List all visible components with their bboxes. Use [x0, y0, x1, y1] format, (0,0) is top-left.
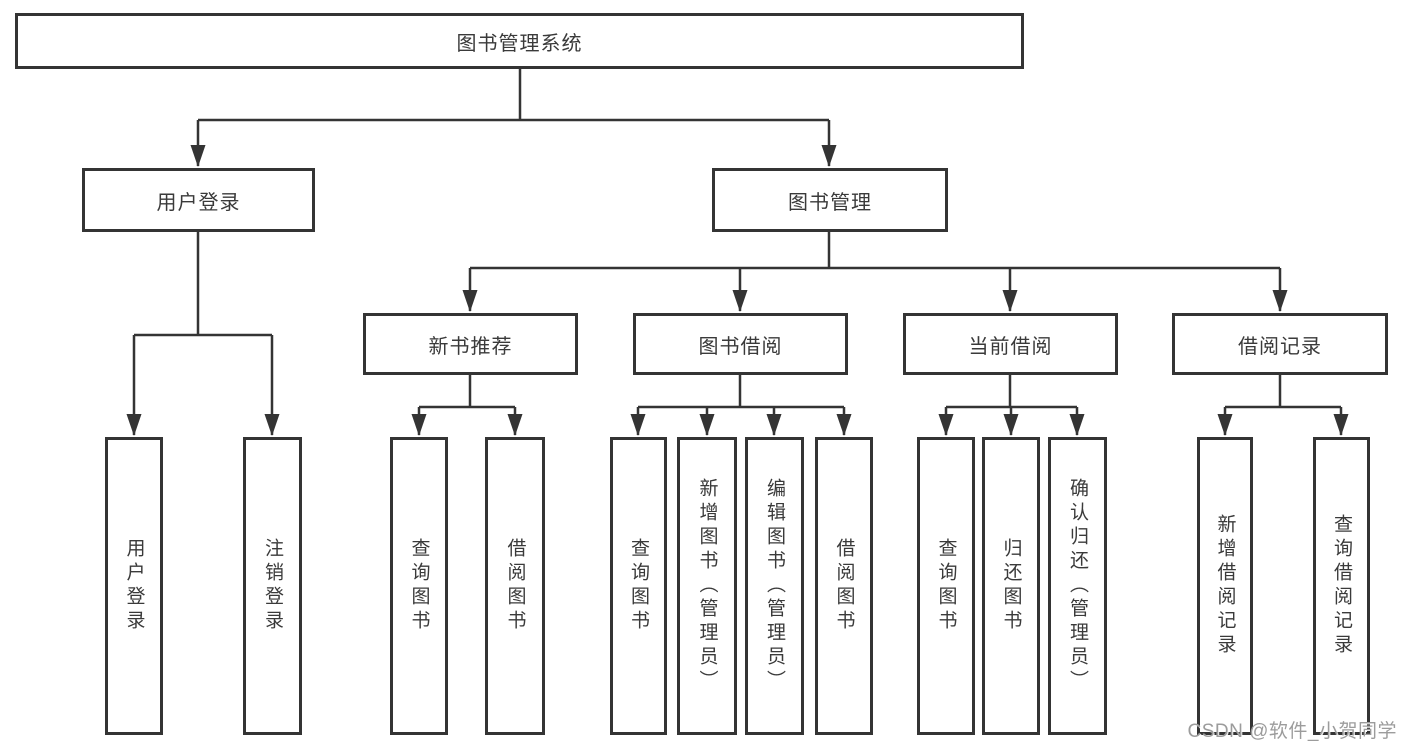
rail-book-borrow [638, 375, 844, 409]
node-user-login: 用户登录 [82, 168, 315, 232]
node-book-management: 图书管理 [712, 168, 948, 232]
rail-book-mgmt [470, 232, 1280, 270]
rail-user-login [134, 232, 272, 337]
csdn-watermark: CSDN @软件_小贺同学 [1187, 721, 1397, 742]
node-library-system: 图书管理系统 [15, 13, 1024, 69]
rail-borrow-records [1225, 375, 1341, 409]
node-new-book-recommend: 新书推荐 [363, 313, 578, 375]
leaf-query-book-current: 查询图书 [917, 437, 975, 735]
node-current-borrow: 当前借阅 [903, 313, 1118, 375]
leaf-query-borrow-record: 查询借阅记录 [1313, 437, 1370, 735]
leaf-query-book-borrow: 查询图书 [610, 437, 667, 735]
leaf-logout: 注销登录 [243, 437, 302, 735]
leaf-add-book-admin: 新增图书（管理员） [677, 437, 737, 735]
node-borrow-records: 借阅记录 [1172, 313, 1388, 375]
rail-new-book [419, 375, 515, 409]
leaf-edit-book-admin: 编辑图书（管理员） [745, 437, 804, 735]
leaf-add-borrow-record: 新增借阅记录 [1197, 437, 1253, 735]
leaf-confirm-return-admin: 确认归还（管理员） [1048, 437, 1107, 735]
leaf-query-book-recommend: 查询图书 [390, 437, 448, 735]
node-book-borrow: 图书借阅 [633, 313, 848, 375]
leaf-user-login: 用户登录 [105, 437, 163, 735]
rail-current-borrow [946, 375, 1077, 409]
leaf-borrow-book-recommend: 借阅图书 [485, 437, 545, 735]
leaf-return-book: 归还图书 [982, 437, 1040, 735]
rail-root [198, 69, 829, 122]
leaf-borrow-book: 借阅图书 [815, 437, 873, 735]
